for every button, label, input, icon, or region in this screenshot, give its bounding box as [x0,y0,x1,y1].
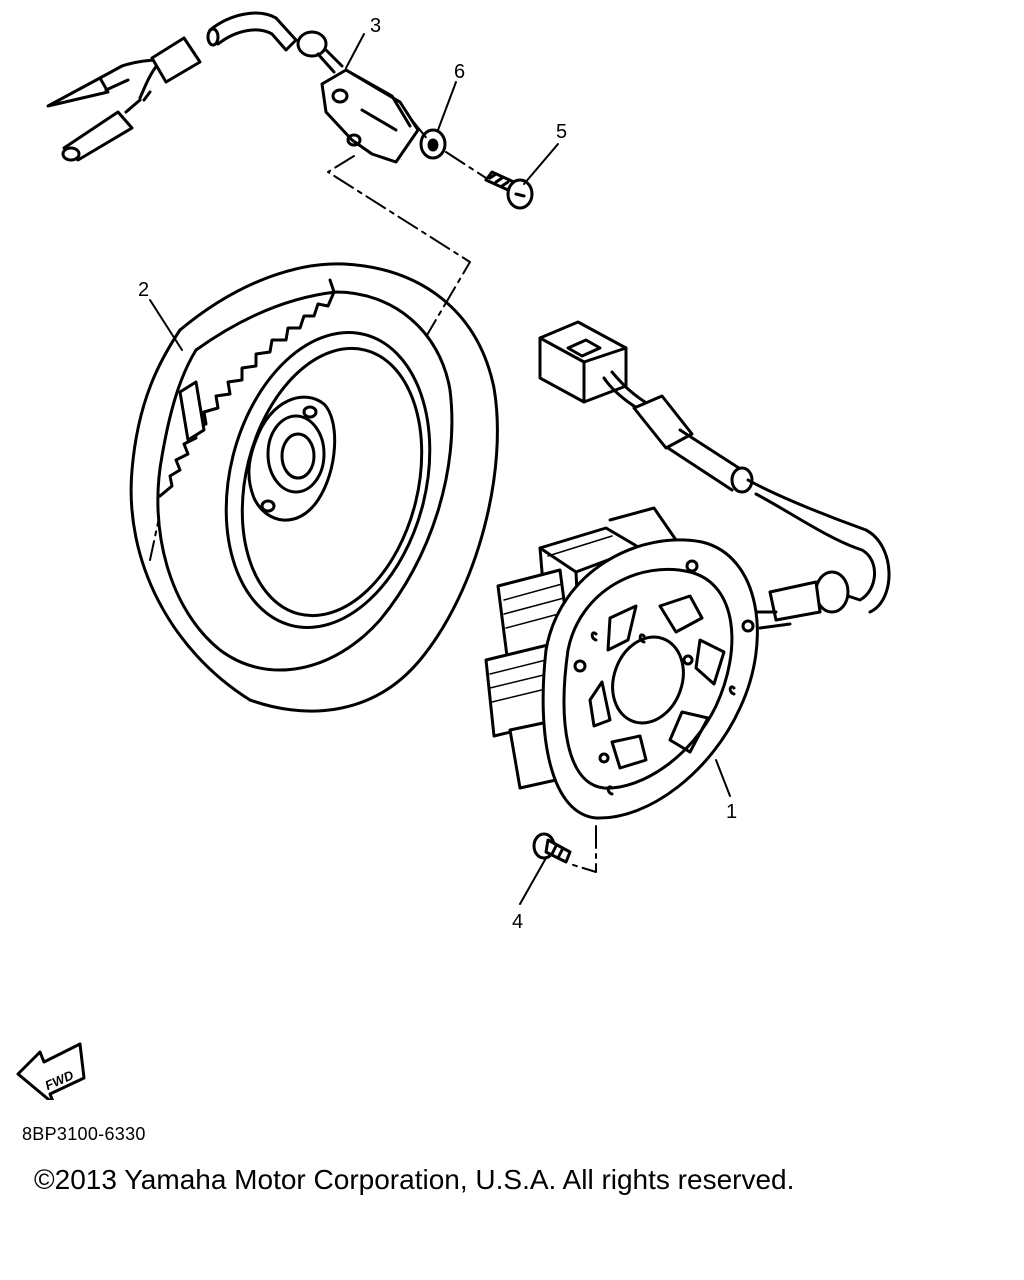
copyright-notice: ©2013 Yamaha Motor Corporation, U.S.A. A… [34,1164,795,1195]
callout-leaders [149,33,731,905]
callout-1: 1 [726,801,737,823]
stator-assembly-part-1 [484,506,759,820]
callout-2: 2 [138,279,149,301]
washer-part-6 [419,128,447,160]
exploded-parts-diagram: 3 6 5 2 1 4 FWD [16,11,891,1100]
callout-3: 3 [370,15,381,37]
stator-wire-harness [538,320,891,630]
diagram-code: 8BP3100-6330 [22,1124,146,1144]
callout-4: 4 [512,911,523,933]
callout-6: 6 [454,61,465,83]
screw-part-5 [484,170,534,210]
flywheel-rotor-part-2 [129,262,499,713]
screw-part-4 [532,832,572,864]
pickup-coil-part-3 [320,68,420,164]
callout-5: 5 [556,121,567,143]
pickup-coil-wire-harness [46,11,344,162]
fwd-arrow-icon: FWD [16,1042,86,1100]
